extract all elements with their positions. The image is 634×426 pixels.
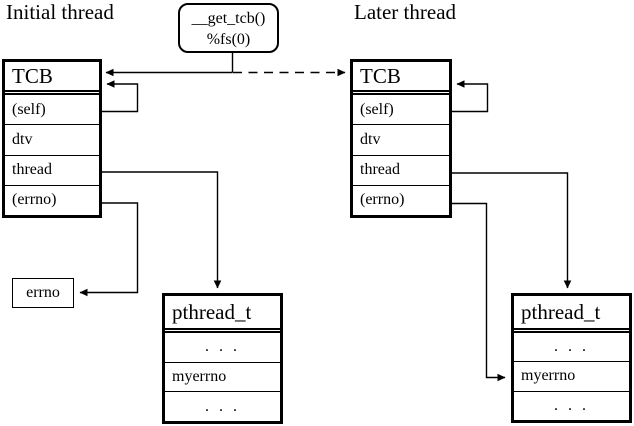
initial-pthread-row-dots-top: . . .: [165, 333, 280, 363]
later-pthread-box: pthread_t . . . myerrno . . .: [511, 293, 632, 423]
later-tcb-row-dtv: dtv: [353, 125, 449, 156]
initial-pthread-box: pthread_t . . . myerrno . . .: [162, 293, 283, 424]
initial-tcb-row-thread: thread: [5, 156, 99, 186]
later-pthread-row-dots-top: . . .: [514, 333, 629, 363]
later-tcb-header: TCB: [353, 62, 449, 95]
fs-register-label: %fs(0): [206, 31, 251, 48]
initial-pthread-header: pthread_t: [165, 296, 280, 333]
arrow-initial-thread-to-pthread: [102, 171, 222, 289]
initial-tcb-header: TCB: [5, 62, 99, 95]
arrow-later-thread-to-pthread: [452, 172, 572, 289]
errno-variable-box: errno: [12, 278, 74, 308]
arrow-later-self-loop: [452, 80, 489, 113]
initial-tcb-row-dtv: dtv: [5, 125, 99, 156]
initial-tcb-row-self: (self): [5, 95, 99, 126]
later-tcb-box: TCB (self) dtv thread (errno): [350, 59, 452, 218]
later-tcb-row-thread: thread: [353, 156, 449, 186]
later-pthread-row-dots-bottom: . . .: [554, 396, 589, 414]
initial-thread-title: Initial thread: [6, 0, 114, 24]
arrow-initial-self-loop: [102, 80, 139, 113]
get-tcb-label: __get_tcb(): [191, 10, 266, 27]
get-tcb-function-box: __get_tcb() %fs(0): [178, 3, 279, 53]
later-pthread-row-myerrno: myerrno: [514, 362, 629, 392]
initial-tcb-row-errno: (errno): [12, 191, 57, 209]
initial-tcb-box: TCB (self) dtv thread (errno): [2, 59, 102, 218]
arrow-later-errno-to-myerrno: [452, 202, 506, 382]
later-tcb-row-self: (self): [353, 95, 449, 126]
later-tcb-row-errno: (errno): [360, 191, 405, 209]
errno-label: errno: [26, 284, 60, 301]
initial-pthread-row-myerrno: myerrno: [165, 363, 280, 393]
later-pthread-header: pthread_t: [514, 296, 629, 333]
initial-pthread-row-dots-bottom: . . .: [205, 397, 240, 415]
later-thread-title: Later thread: [354, 0, 457, 24]
